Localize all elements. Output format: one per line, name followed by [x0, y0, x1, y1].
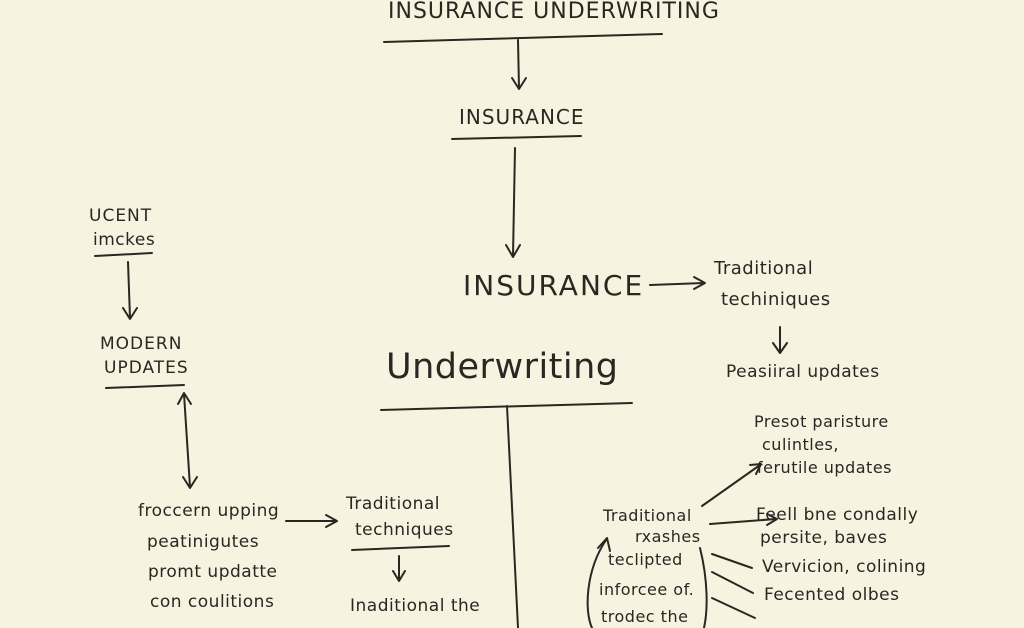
center-list-bracket: [586, 539, 607, 628]
left-list-item: peatinigutes: [147, 532, 260, 552]
insurance-small-label: INSURANCE: [459, 105, 585, 129]
left-bottom-text: Inaditional the: [350, 596, 481, 616]
left-list-item: froccern upping: [138, 501, 280, 521]
line-center-to-presot: [701, 464, 761, 507]
left-traditional-underline: [351, 545, 450, 551]
insurance-large-label: INSURANCE: [463, 269, 645, 302]
right-traditional-line1: Traditional: [714, 258, 814, 279]
left-list-item: con coulitions: [150, 592, 275, 612]
branch-list-item: culintles,: [762, 435, 839, 454]
double-arrow-modern-list: [183, 393, 191, 488]
modern-line2: UPDATES: [104, 358, 189, 378]
right-updates: Peasiiral updates: [726, 362, 880, 382]
underwriting-vertical: [506, 405, 519, 628]
center-list-item: Traditional: [603, 506, 692, 525]
center-list-item: teclipted: [608, 550, 683, 569]
center-list-item: trodec the: [601, 607, 689, 626]
modern-underline: [105, 384, 185, 389]
left-list-item: promt updatte: [148, 562, 278, 582]
arrow-ucent-to-modern: [127, 261, 131, 319]
right-traditional-line2: techiniques: [721, 289, 831, 310]
leaf-item: Feell bne condally: [756, 505, 919, 525]
modern-line1: MODERN: [100, 334, 183, 354]
arrow-insurance-to-traditional: [649, 282, 705, 286]
insurance-small-underline: [451, 135, 582, 140]
branch-list-item: Presot paristure: [754, 412, 889, 431]
line-center-to-more: [711, 597, 756, 619]
title-underline: [383, 33, 663, 43]
center-list-item: inforcee of.: [599, 580, 695, 599]
left-traditional-line1: Traditional: [346, 494, 441, 514]
center-list-right-bracket: [699, 547, 708, 628]
line-center-to-feell: [709, 518, 777, 525]
underwriting-label: Underwriting: [386, 347, 619, 387]
left-top-line2: imckes: [93, 230, 156, 250]
arrow-title-to-insurance: [517, 39, 520, 89]
arrow-insurance-to-insurance: [512, 147, 516, 257]
line-center-to-vervicion: [711, 553, 753, 569]
left-top-underline: [94, 252, 153, 257]
diagram-title: INSURANCE UNDERWRITING: [388, 0, 720, 24]
leaf-item: persite, baves: [760, 528, 888, 548]
line-center-to-fecented: [711, 571, 754, 594]
leaf-item: Vervicion, colining: [762, 557, 927, 577]
leaf-item: Fecented olbes: [764, 585, 900, 605]
branch-list-item: ferutile updates: [757, 458, 892, 477]
left-traditional-line2: techniques: [355, 520, 454, 540]
left-top-line1: UCENT: [89, 206, 153, 226]
center-list-item: rxashes: [635, 527, 701, 546]
